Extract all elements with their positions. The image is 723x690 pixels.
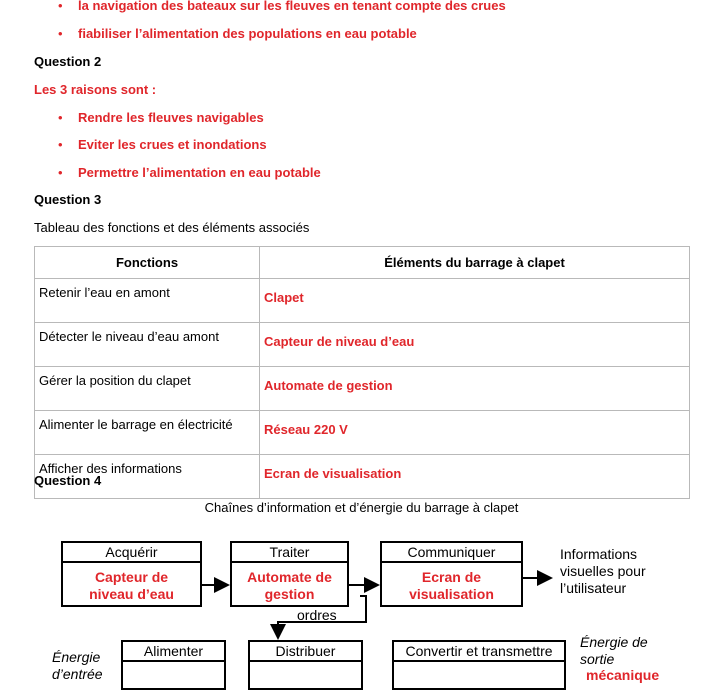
ordres-label: ordres	[297, 607, 337, 624]
diagram-connectors	[0, 0, 723, 675]
convertir-box: Convertir et transmettre	[392, 640, 566, 690]
convertir-head: Convertir et transmettre	[394, 642, 564, 662]
alimenter-head: Alimenter	[123, 642, 224, 662]
distribuer-head: Distribuer	[250, 642, 361, 662]
energy-out-value: mécanique	[586, 667, 659, 684]
energy-in-label: Énergie d’entrée	[52, 649, 112, 683]
alimenter-box: Alimenter	[121, 640, 226, 690]
energy-out-label: Énergie de sortie	[580, 634, 670, 668]
distribuer-box: Distribuer	[248, 640, 363, 690]
